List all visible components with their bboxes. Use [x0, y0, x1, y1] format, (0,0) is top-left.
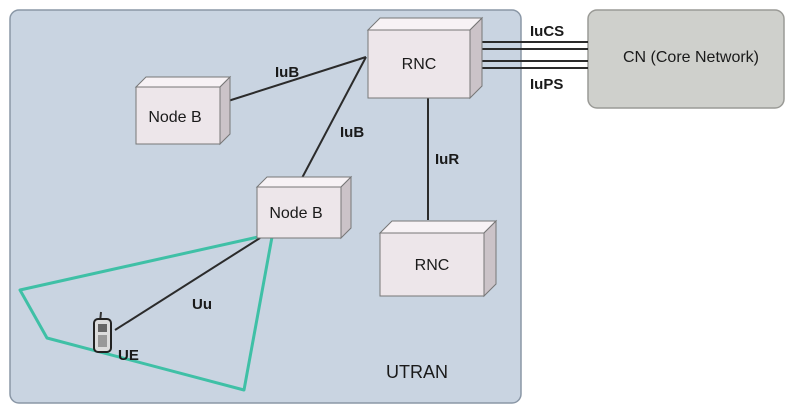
- iub-center-label: IuB: [340, 124, 364, 141]
- core-network-label: CN (Core Network): [623, 49, 759, 66]
- rnc-top-box: [366, 16, 484, 100]
- ue-label: UE: [118, 347, 139, 364]
- iub-left-label: IuB: [275, 64, 299, 81]
- node-b-left-box: [134, 75, 232, 146]
- iub-center-link: [301, 56, 367, 179]
- rnc-top-label: RNC: [402, 56, 437, 73]
- node-b-center-box: [255, 175, 353, 240]
- rnc-bottom-label: RNC: [415, 257, 450, 274]
- node-b-left-label: Node B: [148, 109, 201, 126]
- iups-label: IuPS: [530, 76, 563, 93]
- iucs-label: IuCS: [530, 23, 564, 40]
- node-b-center-label: Node B: [269, 205, 322, 222]
- uu-link: [114, 237, 261, 331]
- utran-label: UTRAN: [386, 362, 448, 382]
- core-network-box: [587, 9, 785, 109]
- mobile-phone-icon: [93, 311, 112, 353]
- rnc-bottom-box: [378, 219, 498, 298]
- iur-label: IuR: [435, 151, 459, 168]
- iub-left-link: [227, 56, 367, 102]
- coverage-area: [18, 235, 274, 392]
- uu-label: Uu: [192, 296, 212, 313]
